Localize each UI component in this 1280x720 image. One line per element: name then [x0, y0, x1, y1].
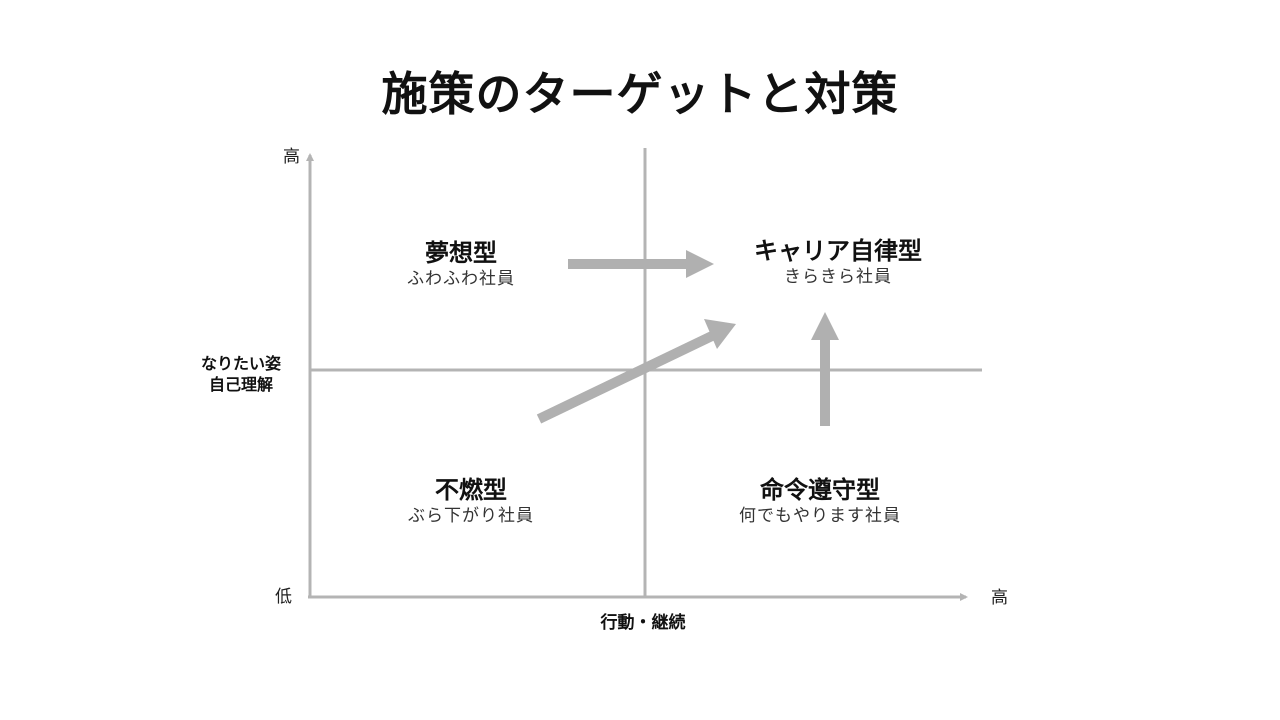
quadrant-subtitle: ふわふわ社員 [407, 269, 515, 289]
quadrant-name: キャリア自律型 [754, 237, 922, 265]
quadrant-top-right: キャリア自律型 きらきら社員 [688, 236, 988, 288]
quadrant-name: 命令遵守型 [760, 476, 880, 504]
page-title: 施策のターゲットと対策 [381, 67, 899, 121]
y-axis-title-line1: なりたい姿 [200, 354, 281, 373]
quadrant-top-left: 夢想型 ふわふわ社員 [311, 238, 611, 290]
y-axis-title-line2: 自己理解 [208, 375, 273, 394]
x-axis-high-label: 高 [991, 588, 1008, 608]
x-axis-title: 行動・継続 [600, 613, 686, 633]
arrow-diagonal [536, 319, 736, 424]
y-axis-high-label: 高 [283, 147, 300, 167]
quadrant-bottom-left: 不燃型 ぶら下がり社員 [321, 475, 621, 527]
quadrant-name: 不燃型 [435, 476, 507, 504]
quadrant-bottom-right: 命令遵守型 何でもやります社員 [670, 475, 970, 527]
quadrant-subtitle: きらきら社員 [784, 267, 892, 287]
arrow-right [568, 250, 714, 278]
arrow-up [811, 312, 839, 426]
quadrant-name: 夢想型 [425, 239, 497, 267]
axis-low-label: 低 [275, 587, 292, 607]
quadrant-subtitle: 何でもやります社員 [739, 506, 901, 526]
y-axis-title: なりたい姿 自己理解 [176, 353, 306, 395]
quadrant-subtitle: ぶら下がり社員 [408, 506, 534, 526]
